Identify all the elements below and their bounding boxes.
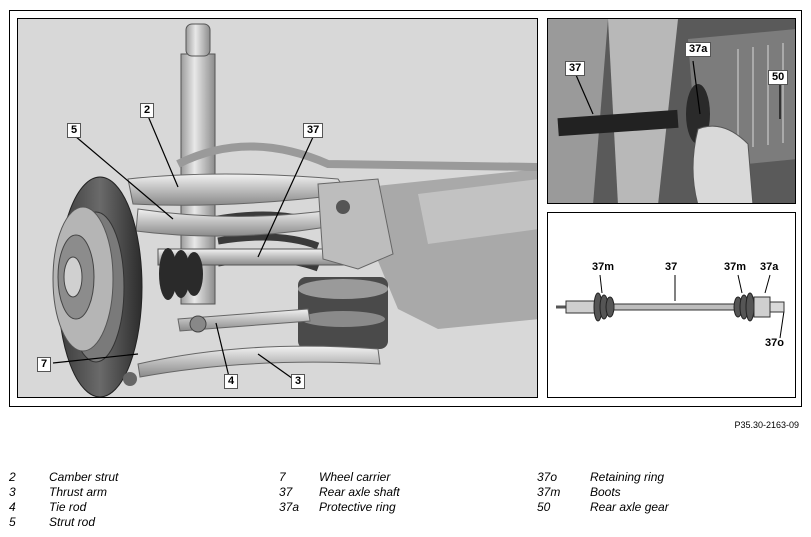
callout-7: 7: [37, 357, 52, 372]
label-37: 37: [665, 261, 678, 273]
legend-text: Camber strut: [49, 470, 119, 484]
label-37a: 37a: [760, 261, 779, 273]
legend-item: 5 Strut rod: [9, 515, 95, 530]
label-37m-left: 37m: [592, 261, 615, 273]
callout-2: 2: [140, 103, 155, 118]
legend-item: 37a Protective ring: [279, 500, 396, 515]
legend: 2 Camber strut 3 Thrust arm 4 Tie rod 5 Stru…: [9, 470, 799, 534]
figure-frame: [9, 10, 802, 407]
legend-text: Boots: [590, 485, 621, 499]
legend-text: Tie rod: [49, 500, 87, 514]
label-37m-right: 37m: [724, 261, 747, 273]
axle-shaft-removal-photo: 37 37a 50: [547, 18, 796, 204]
legend-number: 4: [9, 500, 16, 514]
legend-item: 7 Wheel carrier: [279, 470, 390, 485]
legend-item: 37o Retaining ring: [537, 470, 664, 485]
axle-photo-drawing: [548, 19, 795, 203]
legend-number: 7: [279, 470, 286, 484]
callout-4: 4: [224, 374, 239, 389]
figure-reference-code: P35.30-2163-09: [734, 420, 799, 430]
legend-text: Rear axle shaft: [319, 485, 400, 499]
legend-number: 2: [9, 470, 16, 484]
legend-number: 3: [9, 485, 16, 499]
legend-number: 37: [279, 485, 293, 499]
legend-text: Strut rod: [49, 515, 96, 529]
legend-item: 2 Camber strut: [9, 470, 118, 485]
legend-number: 37a: [279, 500, 300, 514]
legend-text: Protective ring: [319, 500, 396, 514]
axle-shaft-drawing: [556, 274, 785, 339]
legend-text: Rear axle gear: [590, 500, 669, 514]
rear-axle-assembly-illustration: 2 5 37 7 4 3: [17, 18, 538, 398]
axle-shaft-diagram: 37m 37 37m 37a 37o: [547, 212, 796, 398]
label-37o: 37o: [765, 337, 784, 349]
legend-text: Retaining ring: [590, 470, 665, 484]
legend-text: Thrust arm: [49, 485, 108, 499]
legend-item: 37m Boots: [537, 485, 621, 500]
legend-text: Wheel carrier: [319, 470, 391, 484]
legend-number: 5: [9, 515, 16, 529]
legend-number: 50: [537, 500, 551, 514]
callout-5: 5: [67, 123, 82, 138]
callout-37-photo: 37: [565, 61, 586, 76]
callout-37: 37: [303, 123, 324, 138]
legend-item: 4 Tie rod: [9, 500, 86, 515]
legend-number: 37m: [537, 485, 561, 499]
legend-item: 50 Rear axle gear: [537, 500, 669, 515]
callout-50-photo: 50: [768, 70, 789, 85]
callout-3: 3: [291, 374, 306, 389]
legend-number: 37o: [537, 470, 558, 484]
legend-item: 3 Thrust arm: [9, 485, 107, 500]
rear-axle-drawing: [52, 23, 537, 397]
callout-37a-photo: 37a: [685, 42, 712, 57]
legend-item: 37 Rear axle shaft: [279, 485, 400, 500]
